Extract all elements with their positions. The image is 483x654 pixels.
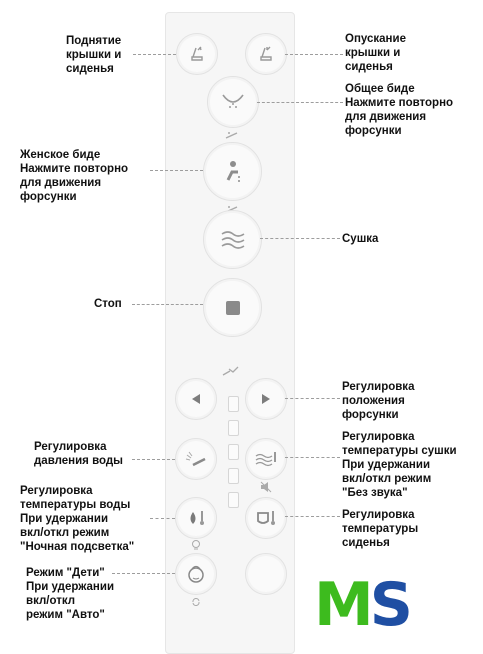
label-dry-temp: Регулировка температуры сушки При удержа… <box>342 431 457 499</box>
lid-down-icon <box>260 46 272 61</box>
lid-up-icon <box>191 46 203 61</box>
nozzle-left-button[interactable] <box>175 378 217 420</box>
label-bidet-female: Женское биде Нажмите повторно для движен… <box>20 149 129 203</box>
logo-background <box>300 566 483 640</box>
leader-nozzle-position <box>285 398 340 399</box>
common-bidet-button[interactable] <box>207 76 259 128</box>
water-pressure-button[interactable] <box>175 438 217 480</box>
arrow-left-icon <box>192 394 200 404</box>
stop-button[interactable] <box>203 278 262 337</box>
night-light-icon <box>191 538 201 556</box>
leader-stop <box>132 304 203 305</box>
leader-water-pressure <box>132 459 175 460</box>
seat-temp-icon <box>257 511 275 525</box>
level-indicator-2 <box>228 420 239 436</box>
label-lift: Поднятие крышки и сиденья <box>66 35 122 75</box>
level-indicator-4 <box>228 468 239 484</box>
logo-letter-m: M <box>314 570 374 640</box>
arrow-right-icon <box>262 394 270 404</box>
nozzle-icon <box>225 126 239 144</box>
mute-icon <box>260 480 272 498</box>
seat-temp-button[interactable] <box>245 497 287 539</box>
kids-mode-button[interactable] <box>175 553 217 595</box>
kids-face-icon <box>188 565 204 583</box>
leader-kids <box>112 573 175 574</box>
pressure-icon <box>185 451 206 467</box>
label-seat-temp: Регулировка температуры сиденья <box>342 509 419 549</box>
leader-seat-temp <box>285 516 340 517</box>
auto-mode-icon <box>191 594 201 612</box>
dry-temp-icon <box>255 452 276 467</box>
label-dry: Сушка <box>342 233 379 245</box>
water-temp-button[interactable] <box>175 497 217 539</box>
label-kids: Режим "Дети" При удержании вкл/откл режи… <box>26 567 115 621</box>
logo-letter-s: S <box>369 570 413 640</box>
leader-bidet-common <box>257 102 343 103</box>
auto-button[interactable] <box>245 553 287 595</box>
stop-square-icon <box>225 300 240 315</box>
water-temp-icon <box>190 511 204 525</box>
dry-waves-icon <box>221 230 244 249</box>
label-nozzle-position: Регулировка положения форсунки <box>342 381 415 421</box>
leader-dry-temp <box>285 457 340 458</box>
label-water-temp: Регулировка температуры воды При удержан… <box>20 485 135 553</box>
label-bidet-common: Общее биде Нажмите повторно для движения… <box>345 83 454 137</box>
leader-lift <box>133 54 176 55</box>
nozzle-position-icon <box>222 364 240 382</box>
lower-lid-button[interactable] <box>245 33 287 75</box>
female-bidet-button[interactable] <box>203 142 262 201</box>
dry-button[interactable] <box>203 210 262 269</box>
lift-lid-button[interactable] <box>176 33 218 75</box>
ms-logo: MS <box>314 570 413 640</box>
bidet-spray-icon <box>222 94 244 108</box>
leader-lower <box>285 54 343 55</box>
label-lower: Опускание крышки и сиденья <box>345 33 406 73</box>
label-water-pressure: Регулировка давления воды <box>34 441 123 467</box>
label-stop: Стоп <box>94 298 122 310</box>
level-indicator-3 <box>228 444 239 460</box>
leader-water-temp <box>150 518 175 519</box>
nozzle-right-button[interactable] <box>245 378 287 420</box>
level-indicator-1 <box>228 396 239 412</box>
female-bidet-icon <box>226 160 240 182</box>
leader-bidet-female <box>150 170 203 171</box>
dry-temp-button[interactable] <box>245 438 287 480</box>
leader-dry <box>260 238 340 239</box>
level-indicator-5 <box>228 492 239 508</box>
